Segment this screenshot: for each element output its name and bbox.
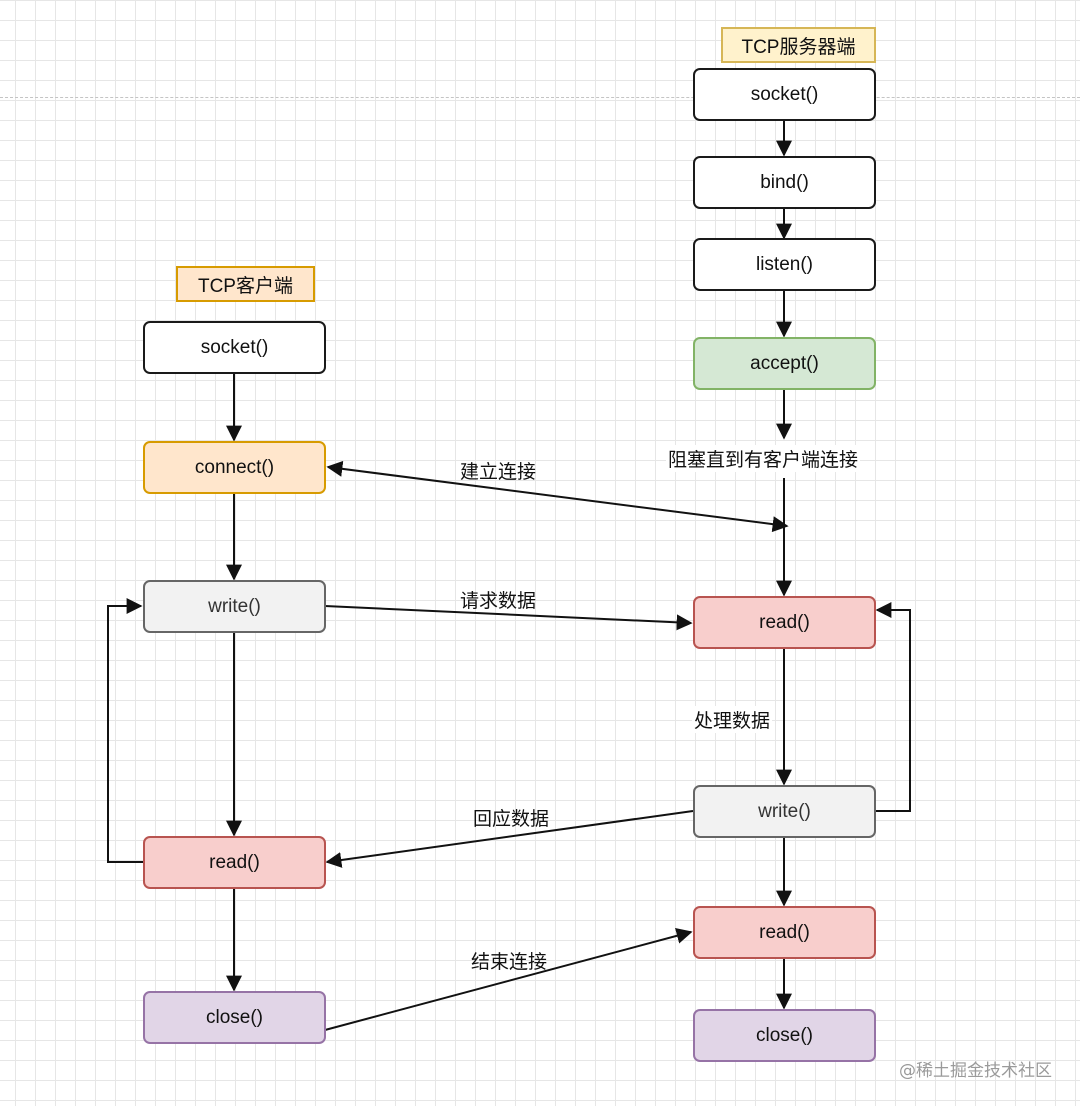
arrow-end-connection: [324, 927, 693, 1031]
arrow-response-data: [325, 810, 694, 868]
server-title: TCP服务器端: [721, 27, 876, 63]
watermark: @稀土掘金技术社区: [899, 1061, 1052, 1081]
server-socket-node[interactable]: socket(): [693, 68, 876, 121]
arrow-establish-connection: [326, 460, 789, 533]
establish-connection-label: 建立连接: [460, 461, 537, 483]
server-listen-node[interactable]: listen(): [693, 238, 876, 291]
server-bind-node[interactable]: bind(): [693, 156, 876, 209]
page-break-line: [0, 97, 1080, 98]
client-read-node[interactable]: read(): [143, 836, 326, 889]
client-write-node[interactable]: write(): [143, 580, 326, 633]
arrow-request-data: [324, 605, 693, 631]
request-data-label: 请求数据: [460, 590, 537, 612]
server-accept-node[interactable]: accept(): [693, 337, 876, 390]
loop-client-read-to-write: [107, 598, 143, 863]
loop-server-write-to-read: [875, 602, 911, 812]
server-write-node[interactable]: write(): [693, 785, 876, 838]
response-data-label: 回应数据: [473, 808, 550, 830]
end-connection-label: 结束连接: [471, 951, 548, 973]
client-socket-node[interactable]: socket(): [143, 321, 326, 374]
block-until-client-label: 阻塞直到有客户端连接: [666, 445, 861, 472]
server-close-node[interactable]: close(): [693, 1009, 876, 1062]
client-connect-node[interactable]: connect(): [143, 441, 326, 494]
server-read-node[interactable]: read(): [693, 596, 876, 649]
server-read2-node[interactable]: read(): [693, 906, 876, 959]
client-title: TCP客户端: [176, 266, 315, 302]
process-data-label: 处理数据: [692, 706, 773, 733]
client-close-node[interactable]: close(): [143, 991, 326, 1044]
